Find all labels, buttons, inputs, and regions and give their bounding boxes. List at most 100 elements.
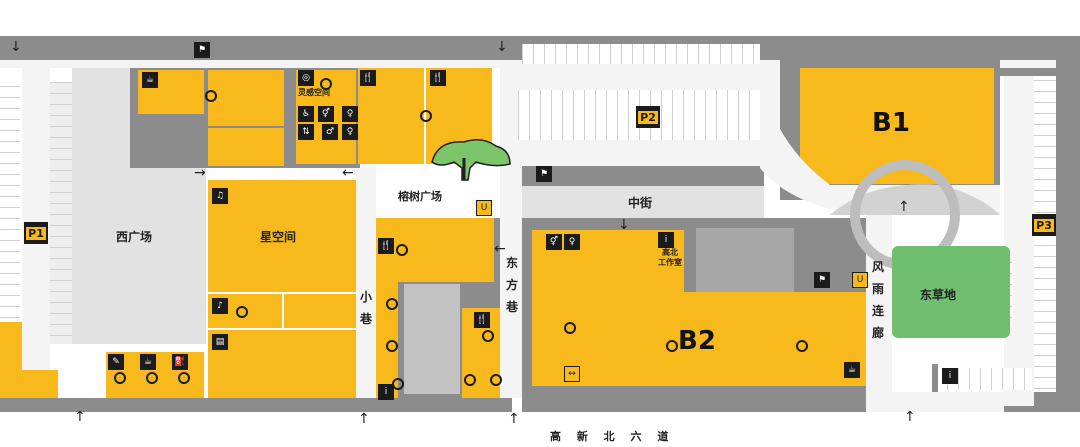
shop-marker[interactable] <box>114 372 126 384</box>
shop-block <box>284 294 356 328</box>
parking-p2-badge[interactable]: P2 <box>636 106 660 128</box>
p2-label: P2 <box>638 110 658 124</box>
info-icon[interactable]: i <box>378 384 394 400</box>
b2-block-right <box>684 292 866 386</box>
restroom-icon[interactable]: ⇅ <box>298 124 314 140</box>
b1-label: B1 <box>872 108 910 138</box>
banyan-plaza-label: 榕树广场 <box>398 190 442 203</box>
south-road <box>0 398 512 412</box>
coffee-cup-icon[interactable]: ☕ <box>142 72 158 88</box>
b2-label: B2 <box>678 326 716 356</box>
cup-icon[interactable]: U <box>476 200 492 216</box>
walkway-small-lane <box>356 165 376 398</box>
shop-marker[interactable] <box>420 110 432 122</box>
restroom-icon[interactable]: ♂ <box>322 124 338 140</box>
b2-block <box>532 230 684 386</box>
inspiration-space-label: 灵感空间 <box>298 88 330 97</box>
road-label: 高 新 北 六 道 <box>550 430 675 443</box>
shop-icon[interactable]: ⚑ <box>814 272 830 288</box>
middle-street-area <box>522 186 764 218</box>
south-road-east <box>522 398 888 412</box>
small-lane-label: 小巷 <box>359 290 372 326</box>
shop-block <box>0 370 58 398</box>
restroom-icon[interactable]: ♀ <box>564 234 580 250</box>
direction-arrow-icon: ↑ <box>898 199 910 215</box>
parking-left-strip <box>0 86 20 318</box>
parking-top-row <box>522 44 760 64</box>
shop-marker[interactable] <box>178 372 190 384</box>
shop-marker[interactable] <box>386 298 398 310</box>
shop-marker[interactable] <box>666 340 678 352</box>
coffee-cup-icon[interactable]: ☕ <box>844 362 860 378</box>
shop-block <box>208 330 356 398</box>
coffee-cup-icon[interactable]: ☕ <box>140 354 156 370</box>
direction-arrow-icon: ↑ <box>508 411 520 427</box>
shop-marker[interactable] <box>236 306 248 318</box>
restroom-icon[interactable]: ⚥ <box>546 234 562 250</box>
shop-marker[interactable] <box>490 374 502 386</box>
studio-label: 高北 工作室 <box>658 248 682 267</box>
info-icon[interactable]: i <box>658 232 674 248</box>
shop-marker[interactable] <box>205 90 217 102</box>
east-lawn-label: 东草地 <box>920 288 957 302</box>
east-lane-label: 东方巷 <box>505 256 518 314</box>
parking-west-strip <box>50 82 72 344</box>
parking-p3-badge[interactable]: P3 <box>1032 214 1056 236</box>
note-icon[interactable]: ♪ <box>212 298 228 314</box>
direction-arrow-icon: ↑ <box>74 409 86 425</box>
b2-inner-gray <box>696 228 794 292</box>
shop-marker[interactable] <box>796 340 808 352</box>
accessible-icon[interactable]: ♿ <box>298 106 314 122</box>
direction-arrow-icon: ← <box>494 241 506 257</box>
book-icon[interactable]: ▤ <box>212 334 228 350</box>
shop-marker[interactable] <box>392 378 404 390</box>
fork-knife-icon[interactable]: 🍴 <box>474 312 490 328</box>
cup-icon[interactable]: U <box>852 272 868 288</box>
lane-light <box>404 284 460 394</box>
shop-marker[interactable] <box>564 322 576 334</box>
shop-block <box>398 218 494 282</box>
shop-marker[interactable] <box>386 340 398 352</box>
fork-knife-icon[interactable]: 🍴 <box>378 238 394 254</box>
shop-marker[interactable] <box>464 374 476 386</box>
restroom-icon[interactable]: ♀ <box>342 124 358 140</box>
west-plaza-label: 西广场 <box>116 230 153 244</box>
restroom-icon[interactable]: ⚥ <box>318 106 334 122</box>
resize-icon[interactable]: ↔ <box>564 366 580 382</box>
restroom-icon[interactable]: ♀ <box>342 106 358 122</box>
star-space-label: 星空间 <box>260 230 297 244</box>
parking-p1-badge[interactable]: P1 <box>24 222 48 244</box>
music-icon[interactable]: ♫ <box>212 188 228 204</box>
parking-bottom-right <box>936 368 1032 390</box>
middle-street-edge <box>522 166 764 186</box>
info-icon[interactable]: i <box>942 368 958 384</box>
shop-icon[interactable]: ⚑ <box>536 166 552 182</box>
shop-marker[interactable] <box>482 330 494 342</box>
shop-marker[interactable] <box>146 372 158 384</box>
pencil-icon[interactable]: ✎ <box>108 354 124 370</box>
direction-arrow-icon: → <box>194 165 206 181</box>
east-road <box>1056 60 1080 412</box>
shop-icon[interactable]: ⚑ <box>194 42 210 58</box>
direction-arrow-icon: ← <box>342 165 354 181</box>
bottom-right-block <box>932 364 938 392</box>
corridor-label: 风雨连廊 <box>871 260 884 340</box>
direction-arrow-icon: ↑ <box>358 411 370 427</box>
inspiration-icon[interactable]: ◎ <box>298 70 314 86</box>
shop-marker[interactable] <box>320 78 332 90</box>
shop-block <box>208 70 284 126</box>
middle-street-label: 中街 <box>628 196 653 210</box>
basket-icon[interactable]: ⛽ <box>172 354 188 370</box>
shop-block <box>208 128 284 166</box>
fork-knife-icon[interactable]: 🍴 <box>430 70 446 86</box>
direction-arrow-icon: ↓ <box>10 39 22 55</box>
p3-label: P3 <box>1034 218 1054 232</box>
direction-arrow-icon: ↓ <box>618 217 630 233</box>
east-lawn <box>892 246 1010 338</box>
direction-arrow-icon: ↑ <box>904 409 916 425</box>
fork-knife-icon[interactable]: 🍴 <box>360 70 376 86</box>
shop-marker[interactable] <box>396 244 408 256</box>
walkway-bottom-east <box>892 392 1004 412</box>
